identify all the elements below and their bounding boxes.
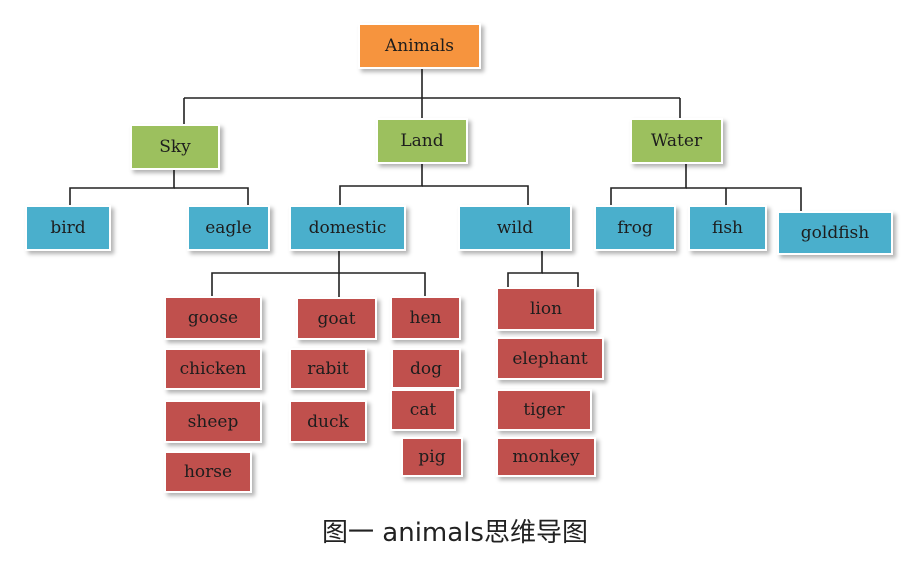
node-land: Land [376,118,468,164]
node-water: Water [630,118,723,164]
connector-eagle [174,187,249,205]
node-cat: cat [390,389,456,431]
figure-caption: 图一 animals思维导图 [322,518,588,548]
node-horse: horse [164,451,252,493]
node-elephant: elephant [496,337,604,380]
node-eagle: eagle [187,205,270,251]
connector-wild [422,185,529,205]
node-duck: duck [289,400,367,443]
node-lion: lion [496,287,596,331]
node-goat: goat [296,297,377,340]
node-monkey: monkey [496,437,596,477]
node-bird: bird [25,205,111,251]
node-sheep: sheep [164,400,262,443]
node-hen: hen [390,296,461,340]
connector-domestic-children [211,250,340,296]
connector-wild-bar [542,272,579,287]
connector-land-children [339,164,423,205]
node-fish: fish [688,205,767,251]
node-goldfish: goldfish [777,211,893,255]
node-sky: Sky [130,124,220,170]
node-dog: dog [391,348,461,389]
connector-water-bar [686,187,802,211]
node-animals: Animals [358,23,481,69]
node-domestic: domestic [289,205,406,251]
connector-wild-children [507,250,543,287]
node-wild: wild [458,205,572,251]
node-rabit: rabit [289,348,367,390]
connector-water-children [610,164,687,205]
node-goose: goose [164,296,262,340]
connector-sky-children [69,169,175,205]
node-chicken: chicken [164,348,262,390]
node-frog: frog [594,205,676,251]
connector-domestic-bar [339,272,426,296]
node-pig: pig [401,437,463,477]
node-tiger: tiger [496,389,592,431]
